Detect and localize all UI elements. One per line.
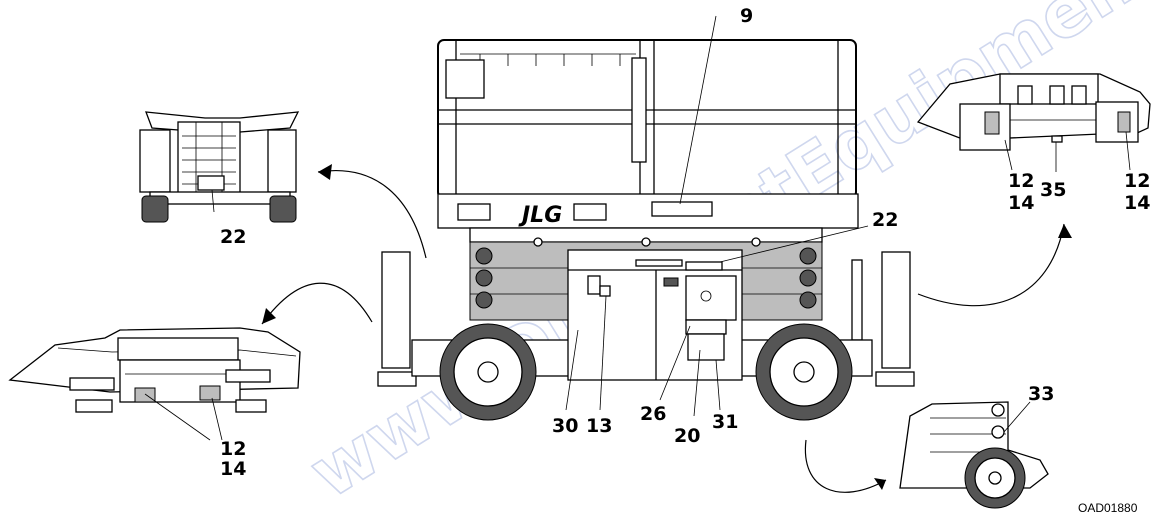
arrowhead-side — [874, 478, 886, 490]
callout-14-rear-right: 14 — [1124, 192, 1150, 214]
callout-12-rear-right: 12 — [1124, 170, 1150, 192]
arrow-to-side-detail — [804, 439, 887, 493]
callout-20: 20 — [674, 425, 700, 447]
arrow-to-rear-right-view — [917, 223, 1065, 307]
arrow-to-rear-left-view — [261, 282, 373, 325]
callout-22-front: 22 — [220, 226, 246, 248]
callout-35: 35 — [1040, 179, 1066, 201]
figure-code: OAD01880 — [1078, 501, 1138, 515]
callout-30: 30 — [552, 415, 578, 437]
scissor-lift-main-view: JLG — [377, 15, 915, 421]
callout-14-rear-left: 14 — [1008, 192, 1034, 214]
callout-31: 31 — [712, 411, 738, 433]
arrowhead-front — [318, 164, 332, 180]
callout-9: 9 — [740, 5, 753, 27]
brand-logo: JLG — [518, 203, 562, 228]
rear-right-chassis-view — [916, 73, 1151, 172]
callout-26: 26 — [640, 403, 666, 425]
callout-12-rear-left: 12 — [1008, 170, 1034, 192]
callout-14-left: 14 — [220, 458, 246, 480]
side-detail-view — [899, 401, 1049, 509]
rear-left-chassis-view — [8, 327, 301, 441]
arrowhead-rear-right — [1058, 224, 1072, 238]
callout-13: 13 — [586, 415, 612, 437]
arrowhead-rear-left — [262, 308, 276, 324]
view-arrows — [261, 164, 1072, 493]
callout-33: 33 — [1028, 383, 1054, 405]
arrow-to-front-view — [317, 170, 427, 259]
callout-22-main: 22 — [872, 209, 898, 231]
front-view — [139, 111, 300, 223]
callout-12-left: 12 — [220, 438, 246, 460]
